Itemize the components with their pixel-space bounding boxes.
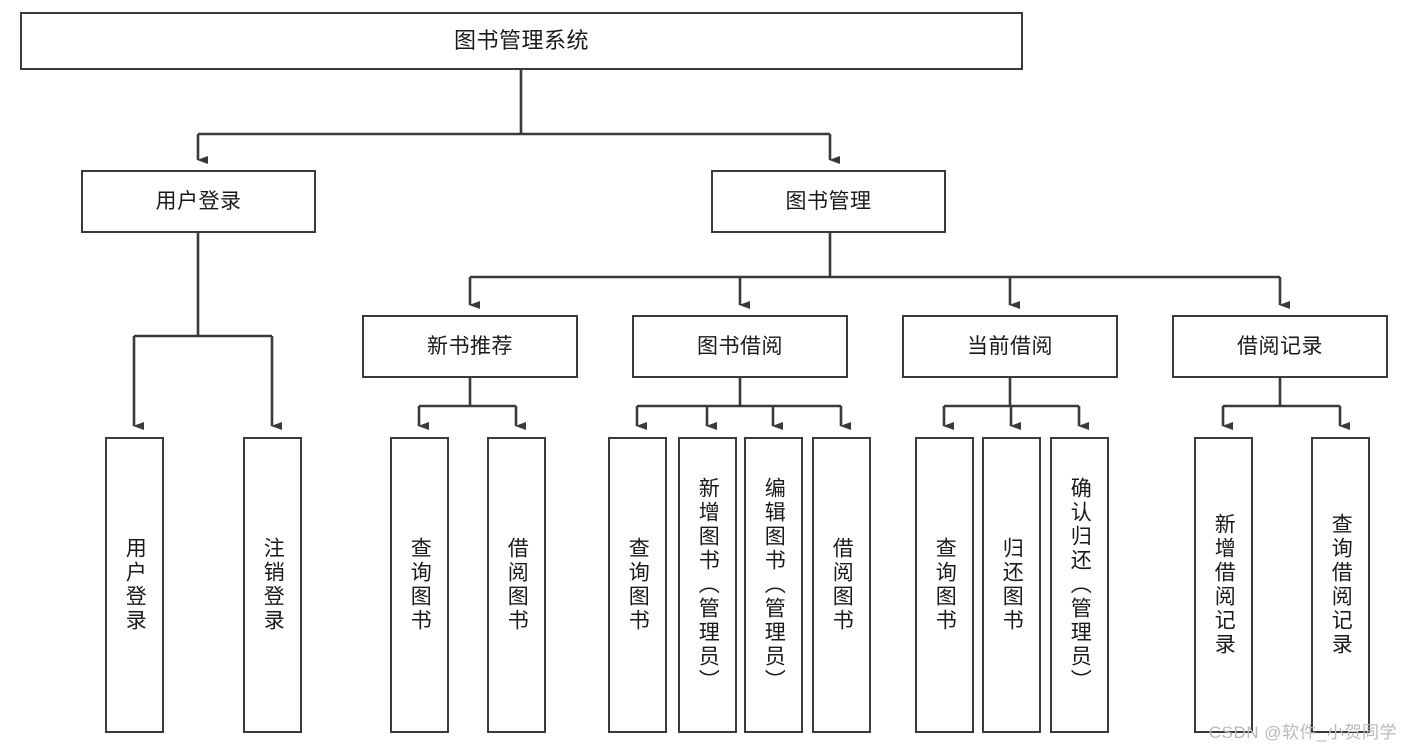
- watermark-text: CSDN @软件_小贺同学: [1208, 723, 1397, 742]
- node-label: 借阅记录: [1237, 334, 1323, 358]
- leaf-user-login-signin[interactable]: 用户登录: [105, 437, 164, 733]
- node-label: 借阅图书: [505, 537, 529, 633]
- node-label: 用户登录: [123, 537, 147, 633]
- node-label: 编辑图书（管理员）: [762, 477, 786, 693]
- node-label: 当前借阅: [967, 334, 1053, 358]
- node-label: 图书借阅: [697, 334, 783, 358]
- leaf-record-add-record[interactable]: 新增借阅记录: [1194, 437, 1253, 733]
- node-book-management[interactable]: 图书管理: [711, 170, 946, 233]
- leaf-user-login-signout[interactable]: 注销登录: [243, 437, 302, 733]
- leaf-borrow-borrow-book[interactable]: 借阅图书: [812, 437, 871, 733]
- leaf-record-query-record[interactable]: 查询借阅记录: [1311, 437, 1370, 733]
- node-label: 借阅图书: [830, 537, 854, 633]
- node-new-book-recommend[interactable]: 新书推荐: [362, 315, 578, 378]
- node-label: 图书管理: [785, 189, 872, 213]
- node-label: 图书管理系统: [453, 27, 589, 53]
- node-label: 查询借阅记录: [1329, 513, 1353, 657]
- node-borrow-record[interactable]: 借阅记录: [1172, 315, 1388, 378]
- node-user-login[interactable]: 用户登录: [81, 170, 316, 233]
- node-label: 新增借阅记录: [1212, 513, 1236, 657]
- node-root-system[interactable]: 图书管理系统: [20, 12, 1023, 70]
- leaf-borrow-query-book[interactable]: 查询图书: [608, 437, 667, 733]
- node-label: 确认归还（管理员）: [1068, 477, 1092, 693]
- node-label: 新增图书（管理员）: [696, 477, 720, 693]
- node-label: 查询图书: [626, 537, 650, 633]
- node-label: 用户登录: [155, 189, 242, 213]
- node-label: 查询图书: [408, 537, 432, 633]
- node-label: 归还图书: [1000, 537, 1024, 633]
- node-label: 注销登录: [261, 537, 285, 633]
- leaf-current-return-book[interactable]: 归还图书: [982, 437, 1041, 733]
- leaf-borrow-add-book[interactable]: 新增图书（管理员）: [678, 437, 737, 733]
- node-label: 查询图书: [933, 537, 957, 633]
- leaf-borrow-edit-book[interactable]: 编辑图书（管理员）: [744, 437, 803, 733]
- leaf-recommend-query-book[interactable]: 查询图书: [390, 437, 449, 733]
- node-label: 新书推荐: [427, 334, 513, 358]
- leaf-current-confirm-return[interactable]: 确认归还（管理员）: [1050, 437, 1109, 733]
- leaf-recommend-borrow-book[interactable]: 借阅图书: [487, 437, 546, 733]
- node-book-borrow[interactable]: 图书借阅: [632, 315, 848, 378]
- leaf-current-query-book[interactable]: 查询图书: [915, 437, 974, 733]
- node-current-borrow[interactable]: 当前借阅: [902, 315, 1118, 378]
